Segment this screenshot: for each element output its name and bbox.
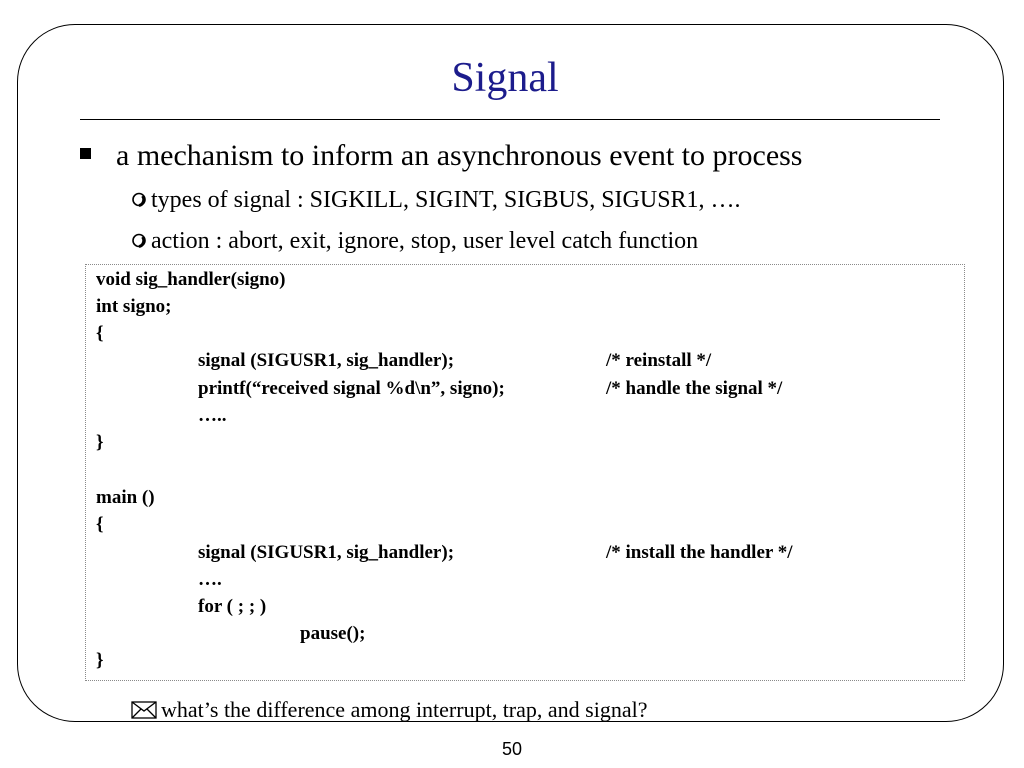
code-line: ….: [198, 569, 222, 590]
envelope-icon: [131, 701, 157, 719]
main-bullet: a mechanism to inform an asynchronous ev…: [80, 138, 802, 174]
main-bullet-text: a mechanism to inform an asynchronous ev…: [116, 139, 803, 172]
code-comment: /* install the handler */: [606, 542, 793, 563]
code-line: int signo;: [96, 296, 172, 317]
code-line: {: [96, 514, 104, 535]
code-line: for ( ; ; ): [198, 596, 267, 617]
sub-bullet-actions-text: action : abort, exit, ignore, stop, user…: [151, 228, 699, 254]
page-number: 50: [501, 739, 523, 759]
square-bullet-icon: [80, 148, 91, 159]
title-divider: [80, 119, 940, 120]
circle-bullet-icon: [132, 192, 146, 207]
code-line: }: [96, 650, 104, 671]
code-line: main (): [96, 487, 155, 508]
circle-bullet-icon: [132, 233, 146, 248]
code-line: void sig_handler(signo): [96, 269, 286, 290]
code-line: printf(“received signal %d\n”, signo);: [198, 378, 505, 399]
sub-bullet-signal-types: types of signal : SIGKILL, SIGINT, SIGBU…: [131, 185, 741, 215]
sub-bullet-signal-types-text: types of signal : SIGKILL, SIGINT, SIGBU…: [151, 187, 741, 213]
code-comment: /* reinstall */: [606, 350, 712, 371]
code-line: pause();: [300, 623, 366, 644]
code-line: }: [96, 432, 104, 453]
code-block: [85, 264, 965, 681]
code-line: signal (SIGUSR1, sig_handler);: [198, 350, 455, 371]
sub-bullet-actions: action : abort, exit, ignore, stop, user…: [131, 226, 698, 256]
code-line: signal (SIGUSR1, sig_handler);: [198, 542, 455, 563]
question-text: what’s the difference among interrupt, t…: [161, 697, 648, 722]
code-line: …..: [198, 405, 227, 426]
slide-frame: [17, 24, 1004, 722]
code-comment: /* handle the signal */: [606, 378, 783, 399]
question-bullet: what’s the difference among interrupt, t…: [131, 696, 647, 724]
slide-title: Signal: [451, 55, 559, 101]
code-line: {: [96, 323, 104, 344]
